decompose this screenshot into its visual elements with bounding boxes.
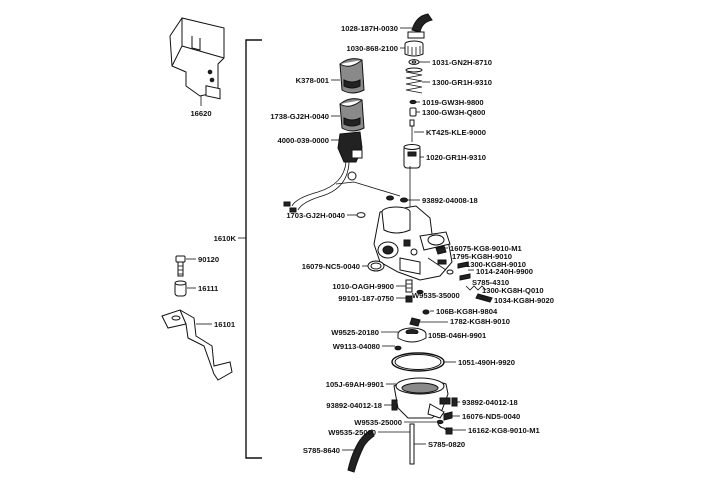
label-w9535-35000: W9535-35000: [412, 291, 460, 300]
label-1014: 1014-240H-9900: [476, 267, 533, 276]
label-4000: 4000-039-0000: [277, 136, 329, 145]
part-bolt-90120: [175, 255, 196, 277]
label-1782: 1782-KG8H-9010: [450, 317, 510, 326]
label-k378: K378-001: [296, 76, 330, 85]
part-bracket-16101: [161, 309, 233, 381]
part-auto-choke-4000: [283, 131, 363, 213]
label-1031: 1031-GN2H-8710: [432, 58, 492, 67]
part-jet-99101: [405, 295, 413, 303]
assembly-bracket: [238, 39, 262, 459]
part-tube-16162: [437, 423, 453, 435]
part-float-chamber-105j: [393, 377, 451, 419]
part-spring-1300a: [405, 67, 423, 94]
part-gasket-1703: [356, 212, 366, 218]
label-kt425: KT425-KLE-9000: [426, 128, 486, 137]
label-1030: 1030-868-2100: [346, 44, 398, 53]
part-oring-16079: [367, 260, 385, 272]
label-93892-right: 93892-04012-18: [462, 398, 518, 407]
label-105j: 105J-69AH-9901: [326, 380, 385, 389]
part-spring-1300d: [465, 285, 487, 291]
label-w9535-25000-right: W9535-25000: [354, 418, 402, 427]
part-labels: 1028-187H-0030 1030-868-2100 1031-GN2H-8…: [190, 24, 554, 455]
part-screw-93892a: [386, 195, 408, 203]
part-drain-screw-16076: [443, 411, 453, 421]
part-hose-s785c: [347, 429, 375, 473]
part-screw-s785a: [459, 273, 471, 281]
part-needle-kt425: [409, 119, 415, 142]
part-float-105b: [397, 327, 427, 343]
part-valve-1782: [409, 317, 421, 327]
label-1703: 1703-GJ2H-0040: [286, 211, 345, 220]
part-retainer-1300b: [409, 107, 417, 117]
label-s785-4310: S785-4310: [472, 278, 509, 287]
part-washer-w9113: [394, 345, 402, 351]
label-16101: 16101: [214, 320, 236, 329]
label-16079: 16079-NC5-0040: [302, 262, 360, 271]
label-16620: 16620: [190, 109, 211, 118]
label-1300-gw3h: 1300-GW3H-Q800: [422, 108, 485, 117]
label-w9113: W9113-04080: [333, 342, 380, 351]
label-1300-kg8h-9010: 1300-KG8H-9010: [466, 260, 526, 269]
part-gasket-1051: [391, 352, 445, 372]
label-16111: 16111: [198, 284, 219, 293]
label-16076: 16076-ND5-0040: [462, 412, 520, 421]
label-w9525: W9525-20180: [331, 328, 379, 337]
label-w9535-25000-left: W9535-25000: [328, 428, 376, 437]
label-99101: 99101-187-0750: [338, 294, 394, 303]
part-cover-16620: [169, 17, 225, 106]
part-slide-1020: [403, 144, 421, 169]
label-16162: 16162-KG8-9010-M1: [468, 426, 541, 435]
label-s785-0820: S785-0820: [428, 440, 465, 449]
label-1051: 1051-490H-9920: [458, 358, 515, 367]
label-1795: 1795-KG8H-9010: [452, 252, 512, 261]
part-clip-w9535b: [436, 419, 444, 425]
part-screw-1014: [457, 261, 469, 269]
part-carburetor-body-1610k: [373, 205, 453, 281]
part-washer-1031: [408, 59, 420, 65]
part-cap-1030: [404, 40, 424, 57]
part-clip-1019: [409, 99, 417, 105]
label-105b: 105B-046H-9901: [428, 331, 487, 340]
label-leaders: [331, 27, 474, 451]
label-1019: 1019-GW3H-9800: [422, 98, 484, 107]
part-hose-1028: [407, 13, 433, 39]
label-s785-8640: S785-8640: [303, 446, 340, 455]
label-93892-left: 93892-04012-18: [326, 401, 382, 410]
part-screw-106b: [422, 309, 430, 315]
part-cover-1738: [339, 98, 365, 132]
label-90120: 90120: [198, 255, 219, 264]
label-1020: 1020-GR1H-9310: [426, 153, 486, 162]
label-1010: 1010-OAGH-9900: [332, 282, 394, 291]
label-1738: 1738-GJ2H-0040: [270, 112, 329, 121]
part-screw-93892b: [391, 399, 398, 411]
part-collar-16111: [174, 280, 196, 297]
label-16075: 16075-KG8-9010-M1: [450, 244, 523, 253]
label-1034: 1034-KG8H-9020: [494, 296, 554, 305]
part-cap-k378: [339, 58, 365, 94]
part-ring-w9535a: [416, 289, 424, 295]
label-93892-04008: 93892-04008-18: [422, 196, 478, 205]
part-screw-1034: [475, 293, 493, 303]
label-1300-gr1h: 1300-GR1H-9310: [432, 78, 492, 87]
label-1028: 1028-187H-0030: [341, 24, 398, 33]
label-1300-kg8h-q010: 1300-KG8H-Q010: [482, 286, 544, 295]
part-pipe-s785b: [409, 423, 415, 465]
label-1610k: 1610K: [214, 234, 237, 243]
label-106b: 106B-KG8H-9804: [436, 307, 498, 316]
